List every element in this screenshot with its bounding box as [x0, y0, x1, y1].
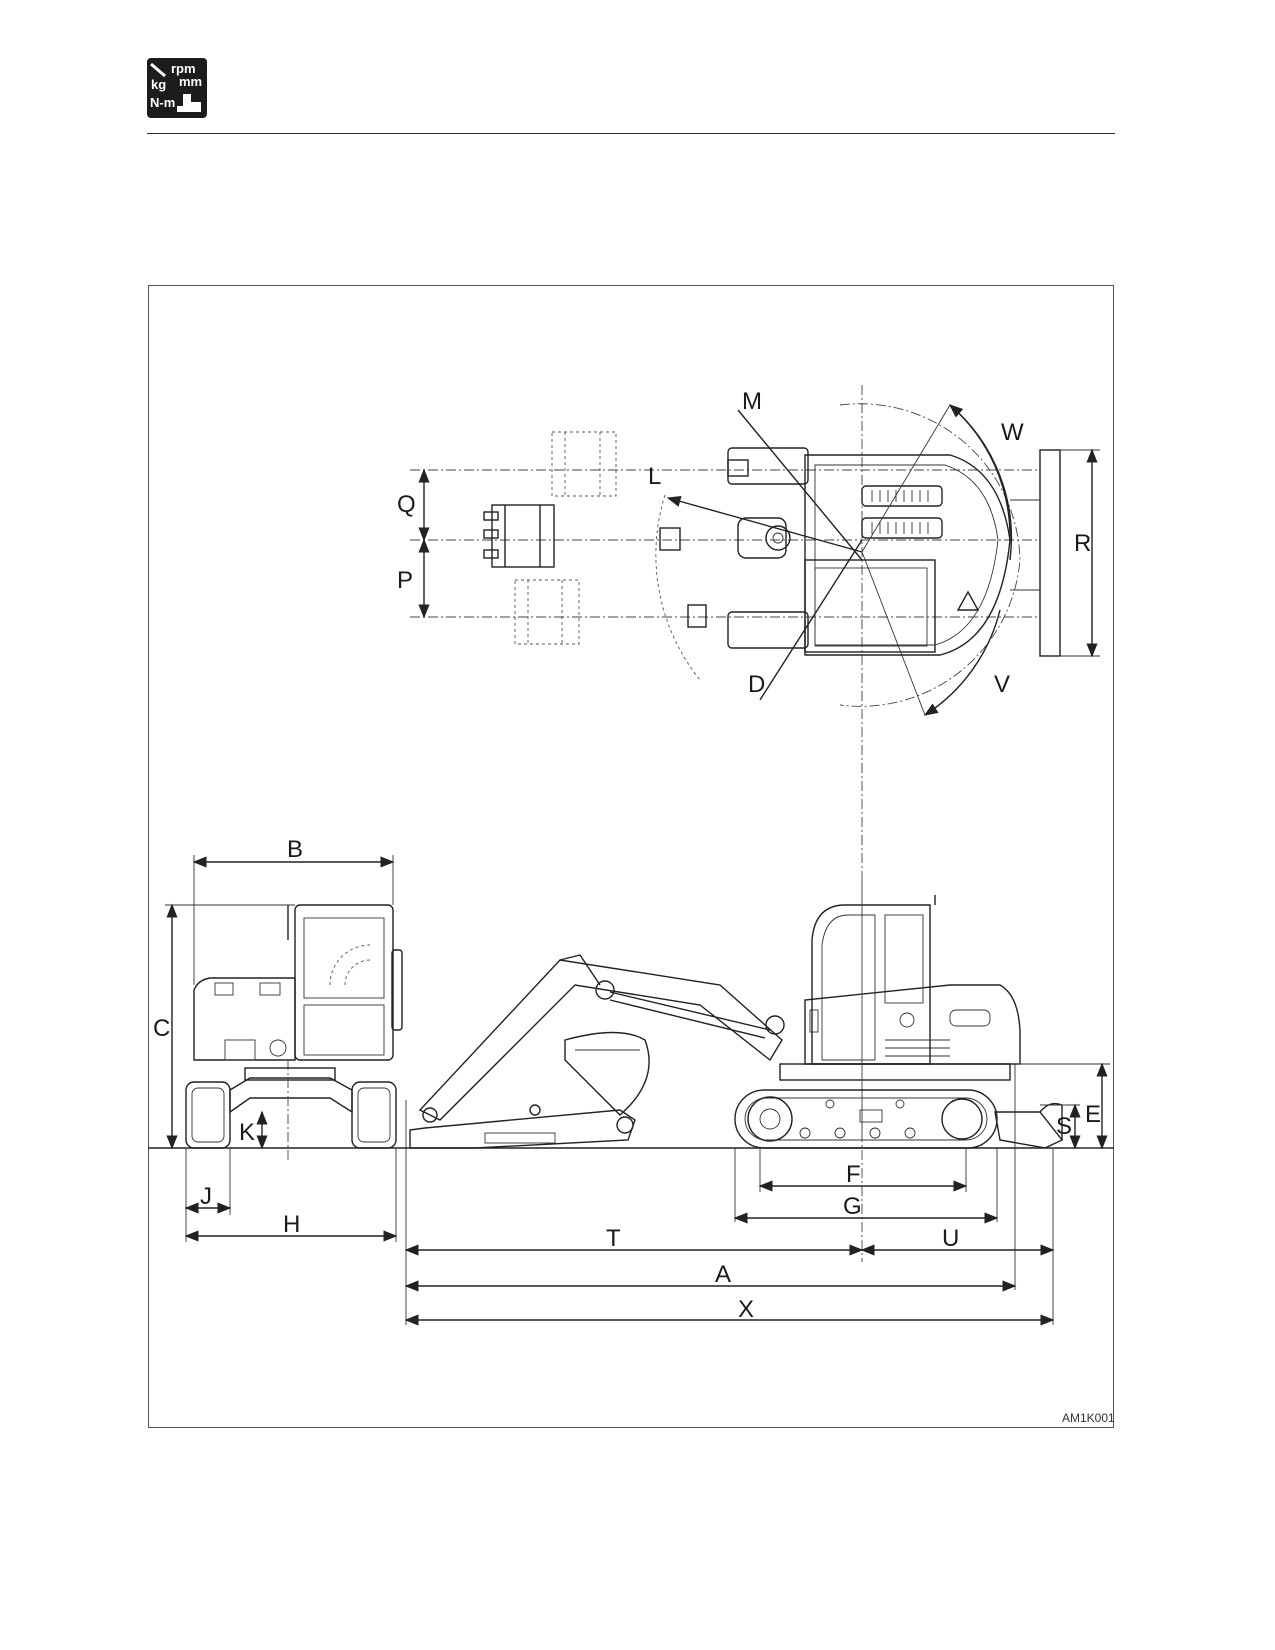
side-view: E S F G T U A X [404, 880, 1110, 1326]
logo-text-rpm: rpm [171, 61, 196, 76]
dim-label-r: R [1074, 530, 1091, 557]
dim-label-s: S [1056, 1113, 1072, 1140]
dim-label-j: J [200, 1183, 212, 1210]
logo-text-mm: mm [179, 74, 203, 89]
dim-label-h: H [283, 1211, 300, 1238]
dim-label-d: D [748, 671, 765, 698]
dim-label-b: B [287, 836, 303, 863]
top-view: M L Q P W R D V [397, 385, 1100, 1135]
dim-label-u: U [942, 1225, 959, 1252]
dim-label-f: F [846, 1161, 861, 1188]
logo-icon: rpm mm kg N-m [147, 58, 207, 118]
logo-text-kg: kg [151, 77, 167, 92]
logo-text-nm: N-m [150, 95, 176, 110]
figure-frame [148, 285, 1114, 1428]
figure-code: AM1K001 [1062, 1411, 1115, 1425]
dim-label-q: Q [397, 491, 416, 518]
dim-label-g: G [843, 1193, 862, 1220]
dim-label-k: K [239, 1119, 255, 1146]
excavator-glyph [150, 62, 201, 112]
dim-label-c: C [153, 1015, 170, 1042]
dim-label-w: W [1001, 419, 1024, 446]
dim-label-t: T [606, 1225, 621, 1252]
dim-label-l: L [648, 463, 661, 490]
front-view: B C K J H [148, 836, 1114, 1242]
dim-label-a: A [715, 1261, 731, 1288]
dim-label-m: M [742, 388, 762, 415]
dim-label-v: V [994, 671, 1010, 698]
header-rule [147, 133, 1115, 134]
dim-label-x: X [738, 1296, 754, 1323]
dim-label-p: P [397, 567, 413, 594]
dim-label-e: E [1085, 1101, 1101, 1128]
